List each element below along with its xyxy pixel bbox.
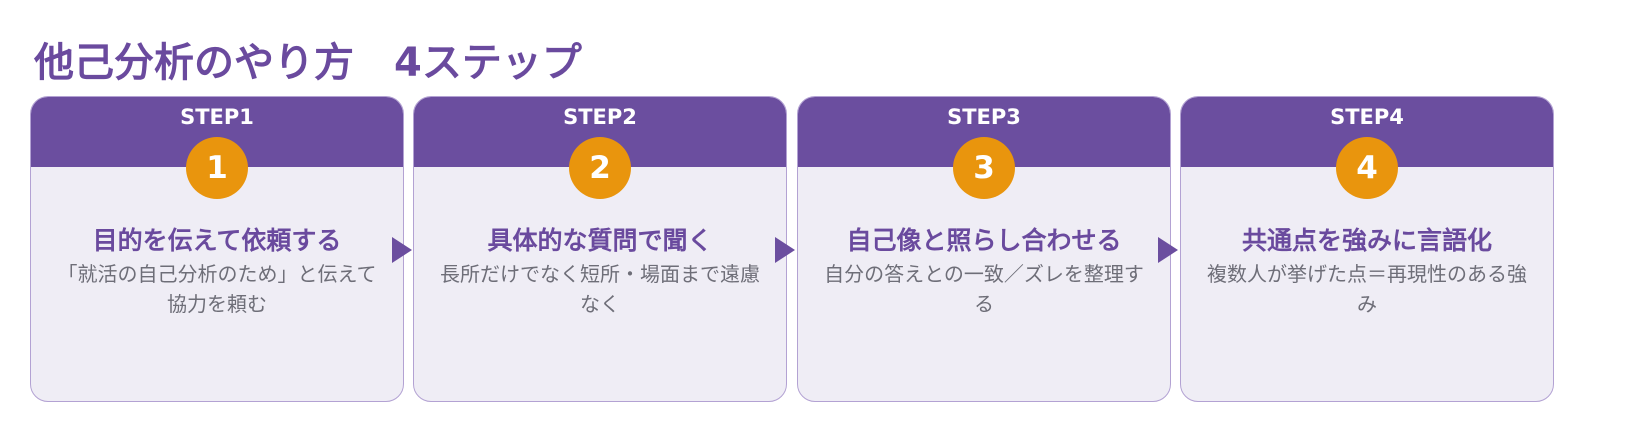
step-description: 複数人が挙げた点＝再現性のある強み — [1207, 262, 1527, 316]
step-number-badge: 3 — [953, 137, 1015, 199]
step-number-badge: 2 — [569, 137, 631, 199]
step-label: STEP2 — [563, 105, 637, 129]
arrow-right-icon — [775, 237, 795, 263]
step-title: 自己像と照らし合わせる — [846, 226, 1122, 255]
step-number-badge: 4 — [1336, 137, 1398, 199]
page-title: 他己分析のやり方 4ステップ — [34, 40, 582, 86]
step-description: 「就活の自己分析のため」と伝えて協力を頼む — [57, 262, 377, 316]
step-label: STEP4 — [1330, 105, 1404, 129]
step-description: 自分の答えとの一致／ズレを整理する — [824, 262, 1144, 316]
step-label: STEP1 — [180, 105, 254, 129]
step-title: 具体的な質問で聞く — [487, 226, 713, 255]
step-description: 長所だけでなく短所・場面まで遠慮なく — [440, 262, 760, 316]
step-number-badge: 1 — [186, 137, 248, 199]
step-card-1: STEP1 1 目的を伝えて依頼する 「就活の自己分析のため」と伝えて協力を頼む — [30, 96, 404, 402]
step-card-4: STEP4 4 共通点を強みに言語化 複数人が挙げた点＝再現性のある強み — [1180, 96, 1554, 402]
step-card-2: STEP2 2 具体的な質問で聞く 長所だけでなく短所・場面まで遠慮なく — [413, 96, 787, 402]
step-title: 共通点を強みに言語化 — [1241, 226, 1492, 255]
step-card-3: STEP3 3 自己像と照らし合わせる 自分の答えとの一致／ズレを整理する — [797, 96, 1171, 402]
arrow-right-icon — [1158, 237, 1178, 263]
step-title: 目的を伝えて依頼する — [92, 226, 342, 255]
arrow-right-icon — [392, 237, 412, 263]
step-label: STEP3 — [947, 105, 1021, 129]
